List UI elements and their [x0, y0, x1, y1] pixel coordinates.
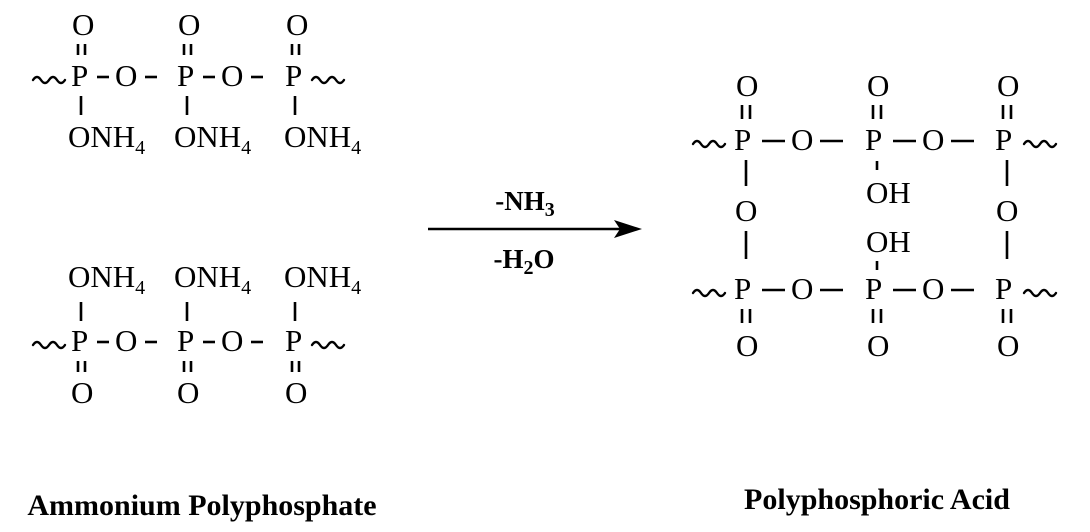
phosphorus-atom: P — [734, 271, 751, 306]
reactant-caption: Ammonium Polyphosphate — [27, 489, 376, 522]
reaction-arrow: -NH3 -H2O — [428, 186, 642, 279]
polymer-continuation-right — [310, 75, 346, 85]
bridge-oxygen: O — [221, 58, 243, 93]
double-bond-oxygen: O — [997, 68, 1019, 103]
phosphorus-atom: P — [71, 58, 88, 93]
double-bond-oxygen: O — [72, 7, 94, 42]
double-bond — [290, 44, 301, 55]
hydroxyl-group: OH — [866, 224, 911, 259]
polymer-continuation-left — [691, 288, 727, 298]
reactant-bottom-chain: ONH4 ONH4 ONH4 P O P O P O O O — [31, 259, 361, 410]
bridge-oxygen: O — [221, 323, 243, 358]
polymer-continuation-right — [1022, 139, 1058, 149]
polymer-continuation-right — [1022, 288, 1058, 298]
arrowhead — [614, 220, 642, 238]
polymer-continuation-left — [31, 340, 67, 350]
byproduct-ammonia: -NH3 — [495, 186, 555, 221]
hydroxyl-group: OH — [866, 175, 911, 210]
bridge-oxygen: O — [791, 271, 813, 306]
double-bond — [290, 361, 301, 372]
double-bond — [76, 44, 87, 55]
bridge-oxygen: O — [115, 323, 137, 358]
double-bond-oxygen: O — [178, 7, 200, 42]
phosphorus-atom: P — [865, 271, 882, 306]
ammonium-substituent: ONH4 — [68, 119, 145, 159]
product-caption: Polyphosphoric Acid — [744, 483, 1010, 516]
double-bond — [740, 309, 752, 323]
double-bond — [740, 105, 752, 119]
phosphorus-atom: P — [285, 58, 302, 93]
crosslink-oxygen: O — [996, 193, 1018, 228]
ammonium-substituent: ONH4 — [284, 119, 361, 159]
double-bond-oxygen: O — [71, 375, 93, 410]
double-bond — [182, 361, 193, 372]
double-bond — [1001, 105, 1013, 119]
double-bond-oxygen: O — [997, 328, 1019, 363]
polymer-continuation-left — [691, 139, 727, 149]
crosslink-oxygen: O — [735, 193, 757, 228]
phosphorus-atom: P — [995, 271, 1012, 306]
double-bond — [871, 105, 883, 119]
phosphorus-atom: P — [71, 323, 88, 358]
bridge-oxygen: O — [922, 271, 944, 306]
phosphorus-atom: P — [995, 122, 1012, 157]
double-bond — [182, 44, 193, 55]
ammonium-substituent: ONH4 — [68, 259, 145, 299]
double-bond-oxygen: O — [285, 375, 307, 410]
double-bond-oxygen: O — [177, 375, 199, 410]
double-bond — [871, 309, 883, 323]
bridge-oxygen: O — [115, 58, 137, 93]
ammonium-substituent: ONH4 — [284, 259, 361, 299]
byproduct-water: -H2O — [493, 244, 554, 279]
ammonium-substituent: ONH4 — [174, 259, 251, 299]
double-bond-oxygen: O — [736, 328, 758, 363]
polymer-continuation-right — [310, 340, 346, 350]
reactant-top-chain: O O O P O P O P ONH4 ONH4 ONH4 — [31, 7, 361, 159]
bridge-oxygen: O — [791, 122, 813, 157]
double-bond — [1001, 309, 1013, 323]
double-bond-oxygen: O — [867, 68, 889, 103]
phosphorus-atom: P — [734, 122, 751, 157]
phosphorus-atom: P — [285, 323, 302, 358]
phosphorus-atom: P — [865, 122, 882, 157]
phosphorus-atom: P — [177, 58, 194, 93]
ammonium-substituent: ONH4 — [174, 119, 251, 159]
double-bond — [76, 361, 87, 372]
bridge-oxygen: O — [922, 122, 944, 157]
double-bond-oxygen: O — [867, 328, 889, 363]
double-bond-oxygen: O — [736, 68, 758, 103]
double-bond-oxygen: O — [286, 7, 308, 42]
phosphorus-atom: P — [177, 323, 194, 358]
polymer-continuation-left — [31, 75, 67, 85]
product-structure: O O O P O P O P O OH OH O P O — [691, 68, 1058, 363]
